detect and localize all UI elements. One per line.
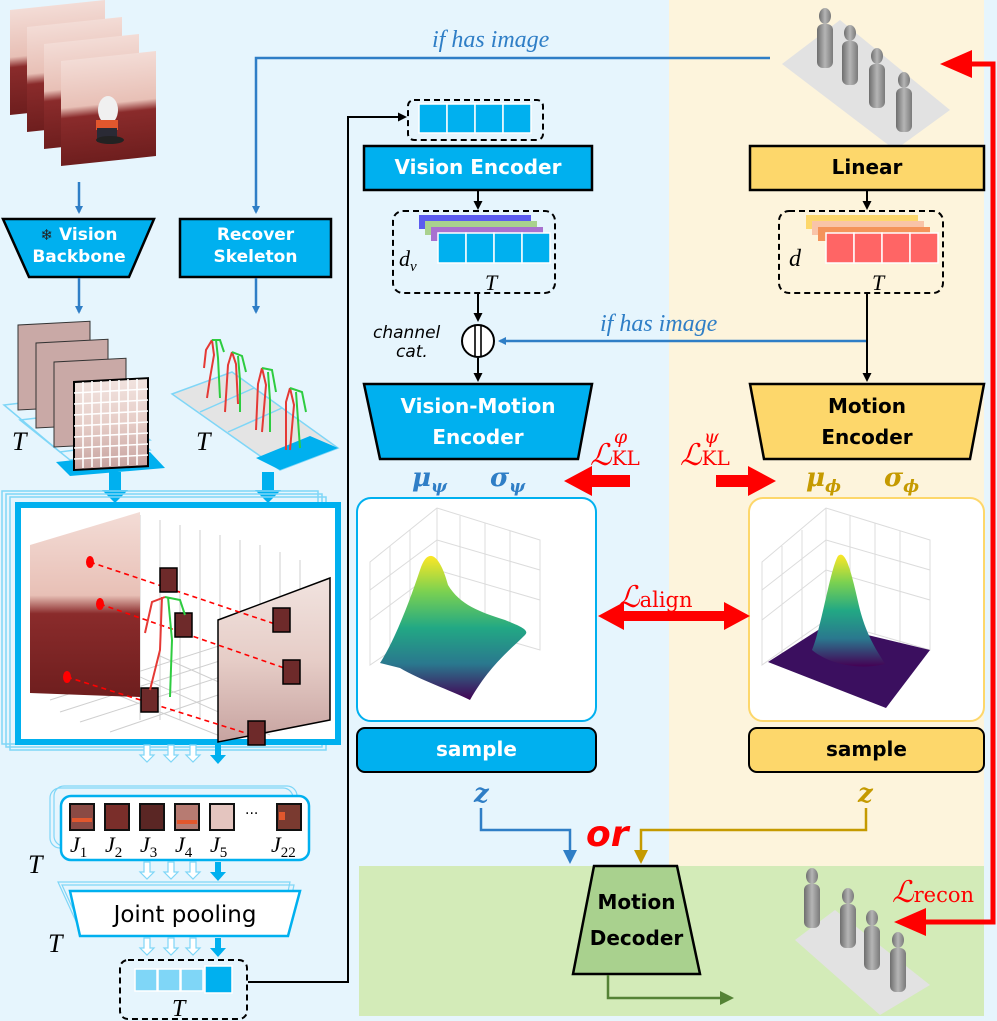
motion-sample-label: sample bbox=[826, 737, 907, 761]
pooled-tokens bbox=[134, 965, 233, 994]
pooling-time-label: T bbox=[48, 929, 64, 958]
motion-encoder-block[interactable] bbox=[748, 382, 986, 461]
joint-ellipsis: ··· bbox=[245, 806, 258, 822]
if-has-image-mid-label: if has image bbox=[600, 311, 718, 337]
arrow-features-to-projection bbox=[102, 472, 128, 503]
joint-projection-3d-box bbox=[15, 502, 341, 746]
motion-encoder-label: Motion Encoder bbox=[821, 394, 913, 449]
svg-text:J3: J3 bbox=[140, 832, 157, 861]
pooled-tokens-time-label: T bbox=[172, 996, 187, 1021]
vision-encoder-label: Vision Encoder bbox=[394, 155, 562, 179]
motion-feature-dim-label: d bbox=[789, 246, 802, 272]
recovered-skeleton-sequence bbox=[170, 339, 340, 471]
vision-features-group bbox=[392, 210, 556, 294]
joint-labels: J1 J2 J3 J4 J5 J22 bbox=[70, 832, 296, 861]
arrow-joints-to-pooling bbox=[210, 862, 226, 881]
kl-vision-arrow bbox=[564, 466, 630, 496]
connector-tokens-to-vision-input bbox=[248, 112, 407, 983]
channel-cat-label-line1: channel bbox=[373, 323, 441, 343]
joints-time-label: T bbox=[28, 850, 44, 879]
vision-feature-time-label: T bbox=[485, 270, 499, 295]
pooled-tokens-group bbox=[119, 959, 248, 1020]
svg-text:J5: J5 bbox=[210, 832, 227, 861]
motion-latent-distribution-plot bbox=[748, 497, 985, 722]
joint-patch-highlights bbox=[72, 812, 285, 824]
motion-features-group bbox=[778, 210, 944, 294]
if-has-image-connector-top bbox=[252, 56, 770, 214]
vision-input-tokens bbox=[418, 103, 532, 134]
vision-z-to-decoder-arrow bbox=[479, 808, 577, 864]
vision-feature-dim-label: dv bbox=[399, 246, 417, 275]
motion-z-label: z bbox=[857, 779, 874, 809]
motion-z-to-decoder-arrow bbox=[634, 808, 868, 864]
kl-vision-loss-label: ℒKLφ bbox=[590, 426, 640, 473]
linear-label: Linear bbox=[831, 155, 903, 179]
multi-arrows-pooling-to-tokens bbox=[138, 937, 202, 956]
channel-cat-label-line2: cat. bbox=[396, 342, 428, 362]
recover-skeleton-label: Recover Skeleton bbox=[213, 225, 298, 267]
joint-pooling-block[interactable] bbox=[68, 889, 302, 938]
recover-skeleton-block[interactable] bbox=[178, 217, 333, 279]
recon-arrowhead-top bbox=[940, 50, 972, 78]
sigma-psi-label: σψ bbox=[490, 463, 526, 497]
channel-concat-operator bbox=[461, 324, 495, 358]
vision-z-label: z bbox=[473, 779, 490, 809]
or-label: or bbox=[586, 814, 631, 855]
sigma-phi-label: σϕ bbox=[884, 463, 919, 497]
vision-encoder-block[interactable] bbox=[362, 144, 594, 192]
feature-maps-time-label: T bbox=[12, 427, 28, 456]
motion-sample-block[interactable] bbox=[748, 727, 985, 773]
vision-backbone-block[interactable] bbox=[1, 217, 156, 279]
svg-text:J1: J1 bbox=[70, 832, 87, 861]
kl-motion-loss-label: ℒKLψ bbox=[680, 426, 730, 473]
vision-sample-label: sample bbox=[436, 737, 517, 761]
vision-feature-tokens bbox=[419, 215, 551, 264]
multi-arrows-joints-to-pooling bbox=[138, 861, 202, 880]
vision-latent-distribution-plot bbox=[356, 497, 597, 722]
kl-motion-arrow bbox=[716, 466, 776, 496]
patch-feature-maps bbox=[2, 320, 165, 476]
arrow-projection-to-joints bbox=[210, 745, 226, 764]
motion-decoder-label: Motion Decoder bbox=[589, 890, 684, 950]
if-has-image-top-label: if has image bbox=[432, 27, 550, 53]
svg-text:J2: J2 bbox=[105, 832, 122, 861]
joint-pooling-label: Joint pooling bbox=[112, 902, 257, 928]
svg-text:J4: J4 bbox=[175, 832, 193, 861]
reconstructed-motion-humans bbox=[795, 868, 930, 1015]
motion-feature-tokens bbox=[806, 215, 939, 264]
vision-sample-block[interactable] bbox=[356, 727, 597, 773]
mu-psi-label: μψ bbox=[412, 463, 448, 497]
align-loss-label: ℒalign bbox=[618, 580, 693, 615]
input-video-frames bbox=[10, 0, 156, 166]
motion-input-humans bbox=[782, 8, 950, 150]
snowflake-icon: ❄ bbox=[40, 226, 54, 244]
vision-motion-encoder-block[interactable] bbox=[362, 382, 594, 461]
motion-feature-time-label: T bbox=[872, 270, 886, 295]
arrow-pooling-to-tokens bbox=[210, 938, 226, 957]
recon-arrowhead-bottom bbox=[894, 908, 926, 936]
vision-input-tokens-group bbox=[407, 99, 544, 141]
vision-backbone-label: ❄ Vision Backbone bbox=[32, 225, 126, 267]
vision-motion-encoder-label: Vision-Motion Encoder bbox=[400, 394, 556, 449]
skeleton-time-label: T bbox=[196, 427, 212, 456]
arrow-skeleton-to-projection bbox=[255, 472, 281, 503]
motion-decoder-block[interactable] bbox=[571, 864, 702, 976]
align-loss-arrow bbox=[598, 602, 750, 630]
mu-phi-label: μϕ bbox=[806, 463, 841, 497]
joint-patch-thumbnails bbox=[69, 803, 302, 831]
decoder-output-arrow bbox=[606, 975, 734, 1005]
recon-loss-loop-line bbox=[900, 61, 996, 925]
multi-arrows-projection-to-joints bbox=[138, 744, 202, 763]
recon-loss-label: ℒrecon bbox=[892, 875, 974, 910]
linear-block[interactable] bbox=[748, 144, 986, 192]
svg-text:J22: J22 bbox=[271, 832, 296, 861]
